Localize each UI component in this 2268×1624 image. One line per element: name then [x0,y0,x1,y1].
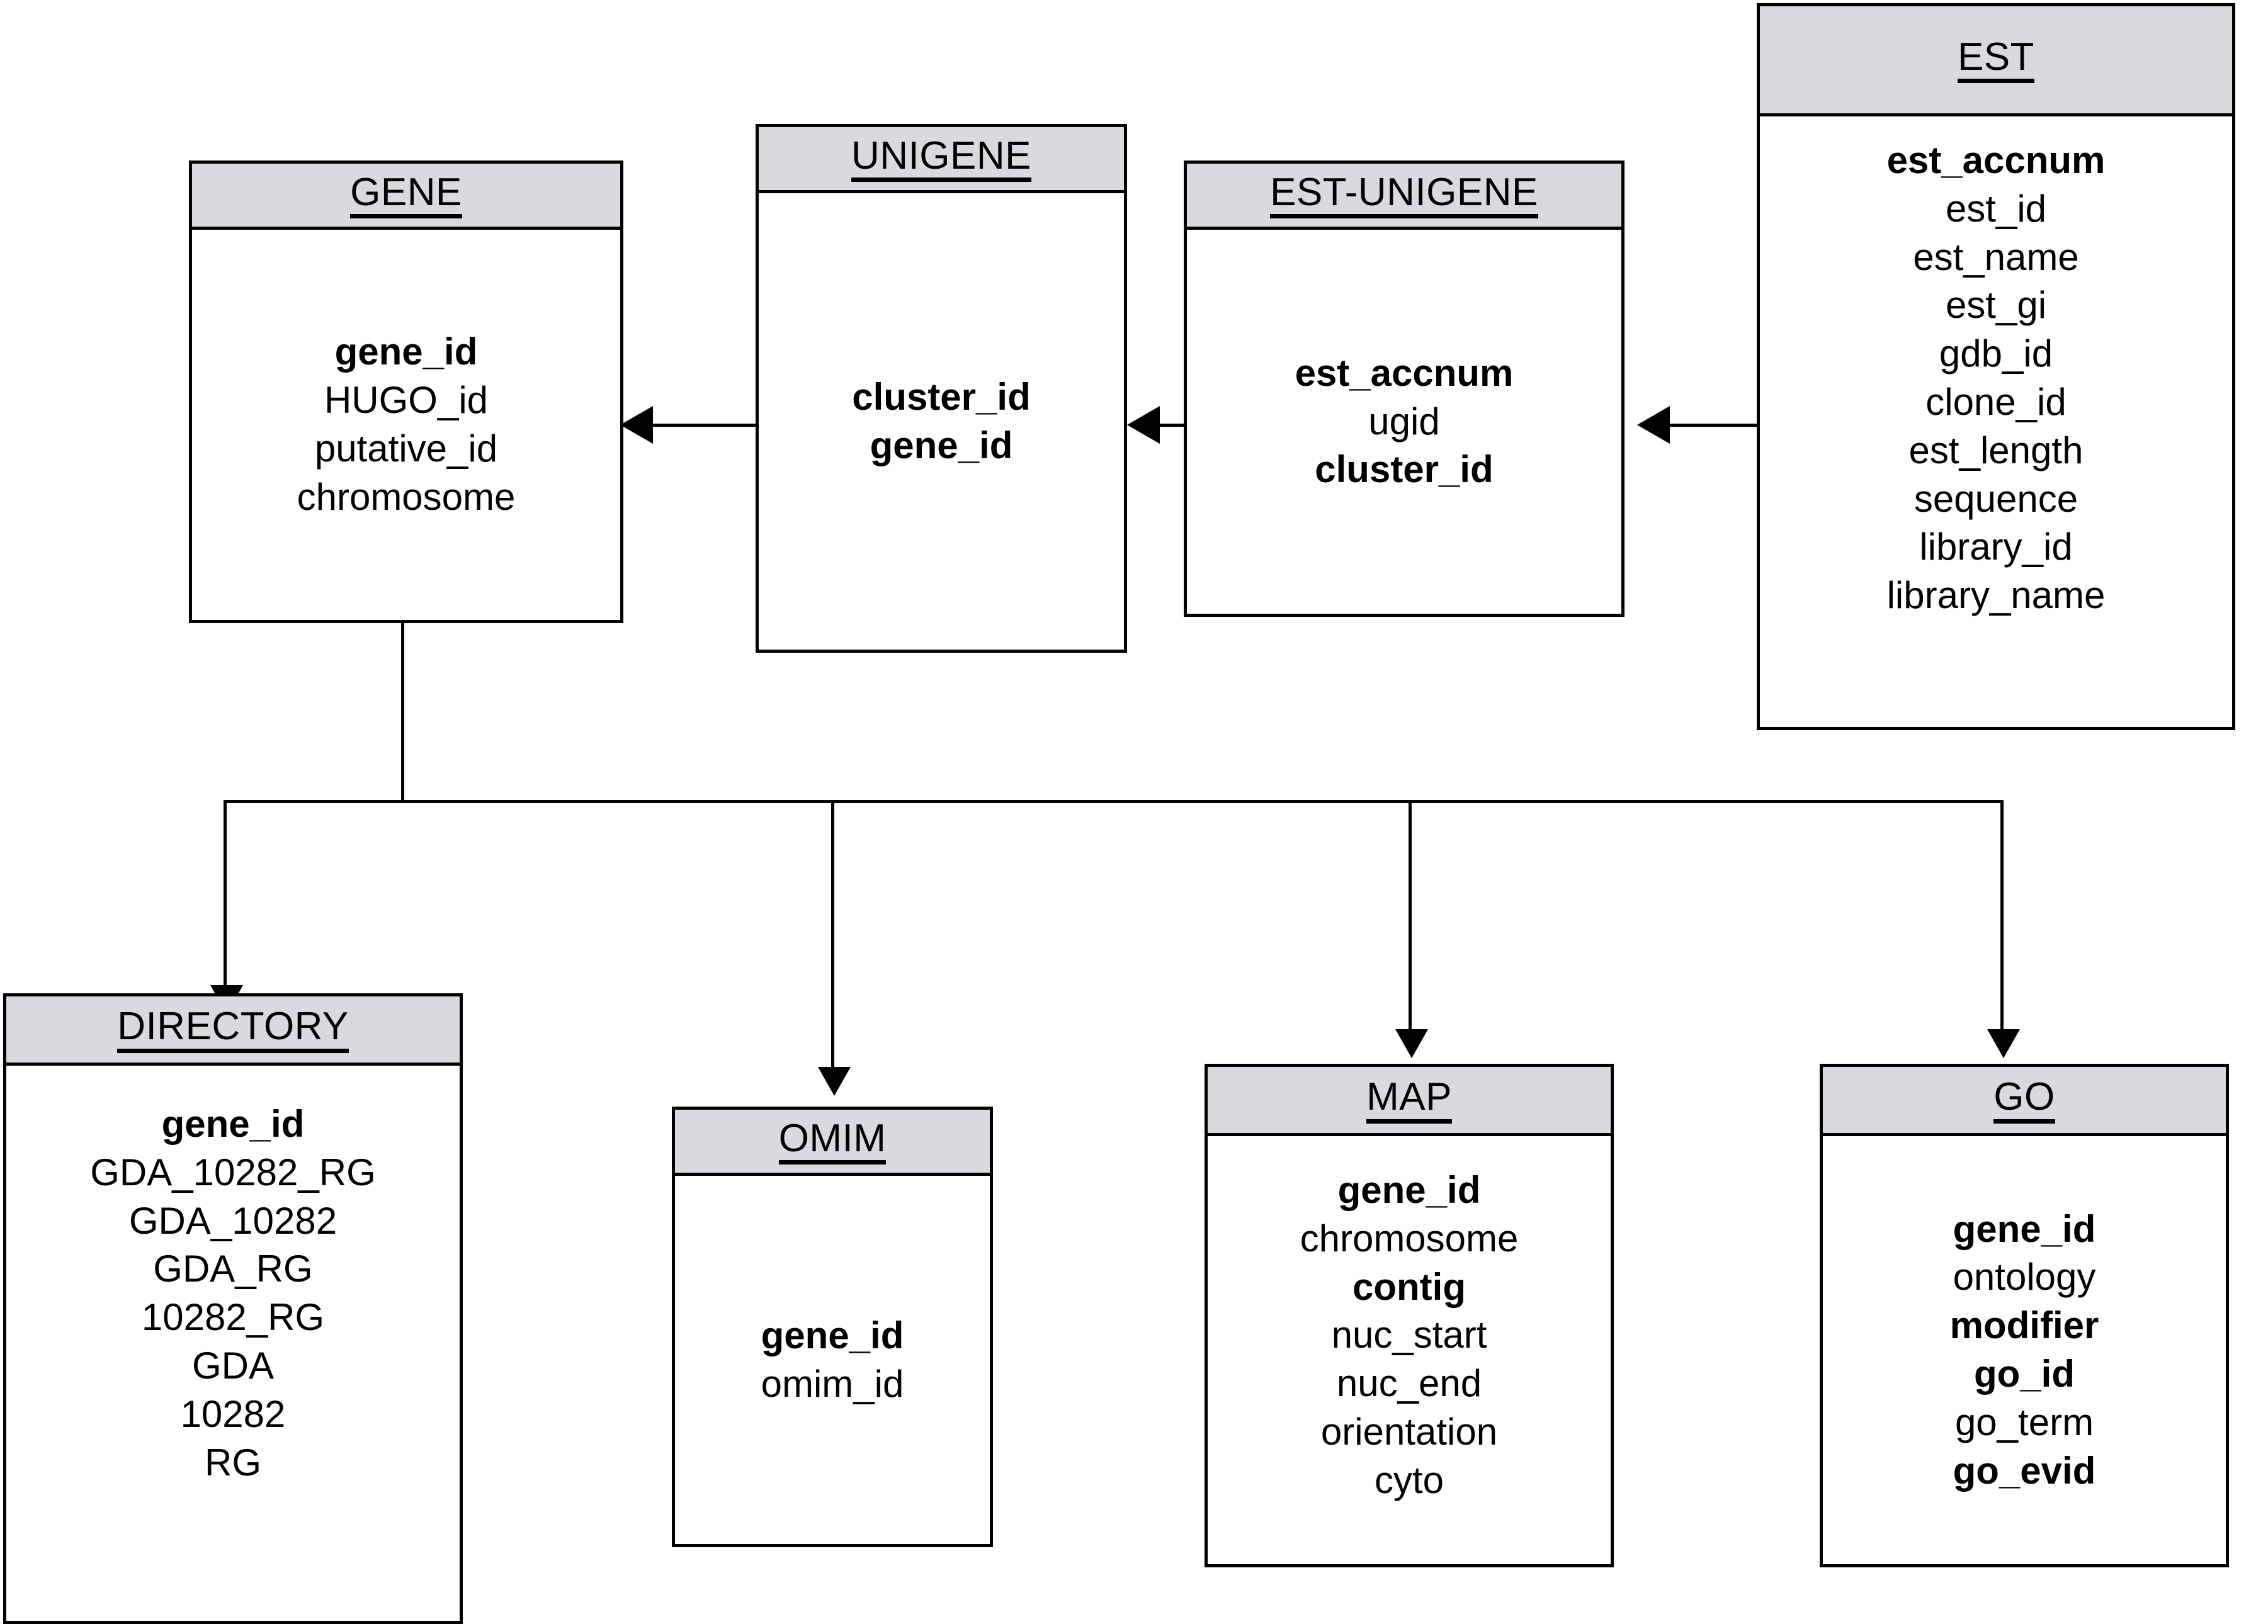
entity-directory-title: DIRECTORY [117,1006,349,1053]
entity-est-unigene-fields: est_accnum ugid cluster_id [1187,230,1621,614]
field: ontology [1953,1256,2096,1299]
field: nuc_end [1336,1362,1482,1405]
field: go_id [1974,1353,2075,1395]
entity-est-header: EST [1760,6,2232,116]
entity-map-fields: gene_id chromosome contig nuc_start nuc_… [1208,1136,1611,1564]
connector-unigene-to-gene [623,424,771,427]
entity-est-unigene[interactable]: EST-UNIGENE est_accnum ugid cluster_id [1184,161,1624,617]
field: RG [205,1441,261,1484]
field: nuc_start [1331,1314,1487,1356]
entity-est-title: EST [1957,37,2035,84]
entity-omim-header: OMIM [675,1110,990,1176]
field: gene_id [870,424,1013,466]
field: ugid [1368,400,1440,443]
entity-omim-fields: gene_id omim_id [675,1176,990,1544]
entity-est-fields: est_accnum est_id est_name est_gi gdb_id… [1760,116,2232,727]
field: est_length [1908,429,2084,471]
entity-directory-fields: gene_id GDA_10282_RG GDA_10282 GDA_RG 10… [6,1066,460,1621]
field: gene_id [761,1314,904,1356]
arrowhead-estunigene-to-unigene [1127,406,1160,444]
field: 10282_RG [141,1296,325,1339]
arrowhead-gene-to-go [1987,1029,2020,1058]
field: library_name [1886,574,2106,617]
field: est_accnum [1886,139,2106,181]
field: cluster_id [852,375,1031,418]
connector-bus-to-directory [224,800,227,992]
entity-go-fields: gene_id ontology modifier go_id go_term … [1823,1136,2226,1564]
entity-gene-fields: gene_id HUGO_id putative_id chromosome [192,230,620,620]
arrowhead-unigene-to-gene [620,406,653,444]
field: go_evid [1953,1449,2096,1492]
entity-omim-title: OMIM [778,1118,887,1165]
field: GDA_10282 [128,1199,337,1242]
entity-gene-header: GENE [192,164,620,230]
connector-bus-to-go [2000,800,2004,1036]
field: sequence [1914,477,2078,520]
field: modifier [1949,1304,2099,1347]
connector-tree-bus [224,800,2002,803]
entity-directory[interactable]: DIRECTORY gene_id GDA_10282_RG GDA_10282… [3,993,463,1624]
field: gene_id [334,330,478,373]
entity-unigene[interactable]: UNIGENE cluster_id gene_id [756,124,1127,653]
field: gene_id [1953,1207,2096,1250]
field: gene_id [161,1103,305,1145]
field: chromosome [297,475,516,518]
entity-est-unigene-header: EST-UNIGENE [1187,164,1621,230]
entity-map-title: MAP [1366,1076,1452,1124]
entity-map[interactable]: MAP gene_id chromosome contig nuc_start … [1205,1064,1614,1567]
arrowhead-gene-to-map [1395,1029,1428,1058]
connector-bus-to-omim [831,800,834,1074]
field: GDA_10282_RG [90,1151,376,1193]
field: est_gi [1945,284,2047,327]
field: orientation [1320,1410,1498,1453]
field: GDA_RG [153,1248,313,1290]
field: 10282 [180,1392,286,1435]
entity-go[interactable]: GO gene_id ontology modifier go_id go_te… [1820,1064,2229,1567]
field: est_accnum [1295,351,1514,394]
field: cluster_id [1315,448,1494,491]
field: library_id [1919,526,2073,568]
entity-est[interactable]: EST est_accnum est_id est_name est_gi gd… [1757,3,2235,730]
entity-omim[interactable]: OMIM gene_id omim_id [672,1107,993,1547]
connector-bus-to-map [1409,800,1412,1036]
entity-gene-title: GENE [350,172,462,219]
entity-directory-header: DIRECTORY [6,996,460,1066]
field: gene_id [1337,1169,1481,1211]
field: go_term [1954,1401,2094,1443]
field: clone_id [1925,380,2067,423]
field: omim_id [761,1362,904,1405]
field: GDA [191,1344,275,1387]
field: HUGO_id [324,379,489,422]
entity-est-unigene-title: EST-UNIGENE [1270,172,1538,219]
entity-gene[interactable]: GENE gene_id HUGO_id putative_id chromos… [189,161,623,623]
entity-unigene-header: UNIGENE [759,127,1124,193]
arrowhead-est-to-estunigene [1637,406,1670,444]
entity-go-title: GO [1993,1076,2055,1124]
connector-est-to-estunigene [1640,424,1763,427]
field: putative_id [314,427,498,470]
entity-go-header: GO [1823,1067,2226,1136]
entity-unigene-fields: cluster_id gene_id [759,193,1124,650]
field: est_id [1945,187,2047,230]
arrowhead-gene-to-omim [818,1067,851,1096]
field: chromosome [1300,1217,1519,1260]
entity-map-header: MAP [1208,1067,1611,1136]
field: cyto [1374,1458,1444,1501]
field: gdb_id [1939,332,2053,375]
field: est_name [1913,235,2079,278]
field: contig [1352,1265,1466,1308]
connector-gene-drop [401,620,404,803]
entity-unigene-title: UNIGENE [851,135,1031,183]
